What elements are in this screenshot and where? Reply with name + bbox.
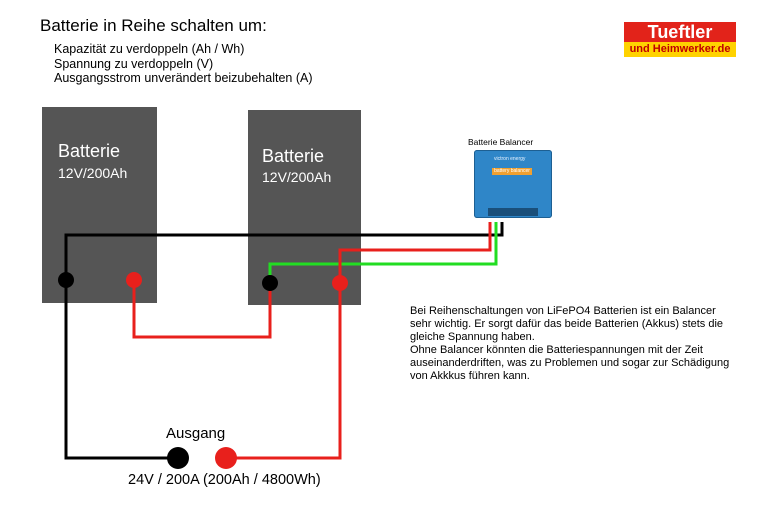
description-line: auseinanderdriften, was zu Problemen und… <box>410 357 730 369</box>
description-line: gleiche Spannung haben. <box>410 331 535 343</box>
logo-line1: Tueftler <box>624 22 736 42</box>
battery-2: Batterie 12V/200Ah <box>248 110 361 305</box>
purpose-list: Kapazität zu verdoppeln (Ah / Wh) Spannu… <box>54 42 312 86</box>
purpose-item: Kapazität zu verdoppeln (Ah / Wh) <box>54 42 245 56</box>
battery-1-name: Batterie <box>58 141 121 161</box>
purpose-item: Spannung zu verdoppeln (V) <box>54 56 214 71</box>
wire-positive-balancer <box>338 222 492 283</box>
wire-series-link <box>132 280 272 339</box>
balancer-brand: victron energy <box>494 156 526 162</box>
logo-line2: und Heimwerker.de <box>624 42 736 57</box>
wire-positive-output <box>226 283 342 460</box>
description-line: sehr wichtig. Er sorgt dafür das beide B… <box>410 318 724 330</box>
site-logo: Tueftler und Heimwerker.de <box>624 22 736 58</box>
battery-1: Batterie 12V/200Ah <box>42 107 157 303</box>
battery-2-spec: 12V/200Ah <box>262 169 332 185</box>
description-line: Ohne Balancer könnten die Batteriespannu… <box>410 344 703 356</box>
wire-negative-balancer <box>64 222 504 280</box>
output-label: Ausgang <box>166 425 226 442</box>
battery-1-negative-terminal <box>58 272 74 288</box>
description-line: von Akkkus führen kann. <box>410 370 530 382</box>
balancer-terminals <box>488 208 538 216</box>
output-negative-terminal <box>167 447 189 469</box>
balancer-label: Batterie Balancer <box>468 137 534 147</box>
balancer-description: Bei Reihenschaltungen von LiFePO4 Batter… <box>410 305 750 383</box>
output-positive-terminal <box>215 447 237 469</box>
balancer-product: battery balancer <box>492 168 532 175</box>
battery-2-negative-terminal <box>262 275 278 291</box>
battery-1-spec: 12V/200Ah <box>58 165 128 181</box>
battery-balancer-device: victron energy battery balancer <box>474 150 552 218</box>
wire-midpoint-balancer <box>268 222 498 283</box>
battery-1-positive-terminal <box>126 272 142 288</box>
output-spec: 24V / 200A (200Ah / 4800Wh) <box>128 472 321 488</box>
wire-negative-output <box>64 280 178 460</box>
diagram-title: Batterie in Reihe schalten um: <box>40 16 267 35</box>
description-line: Bei Reihenschaltungen von LiFePO4 Batter… <box>410 305 716 317</box>
battery-2-name: Batterie <box>262 146 325 166</box>
purpose-item: Ausgangsstrom unverändert beizubehalten … <box>54 71 313 85</box>
battery-2-positive-terminal <box>332 275 348 291</box>
